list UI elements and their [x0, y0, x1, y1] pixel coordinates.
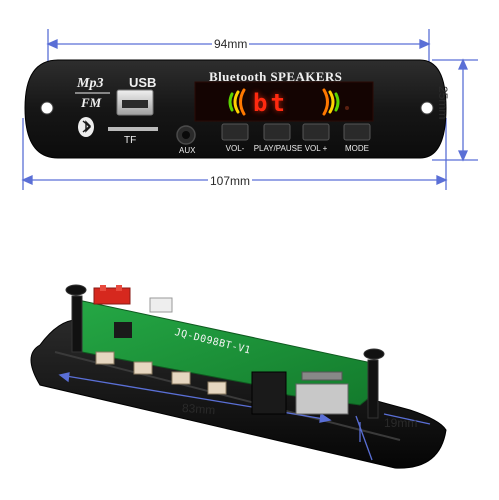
display-readout: bt [253, 89, 288, 117]
mode-label: MODE [345, 144, 369, 153]
screw-hole-left [40, 101, 54, 115]
dimension-label-top-width: 94mm [212, 37, 250, 51]
brand-text: Bluetooth SPEAKERS [209, 69, 343, 84]
usb-port[interactable] [116, 89, 154, 116]
dimension-label-height: 25mm [436, 86, 450, 120]
control-buttons [221, 123, 371, 141]
led-display [194, 81, 374, 122]
ic-chip [114, 322, 132, 338]
dimension-label-depth-width: 83mm [181, 400, 216, 418]
fm-logo: FM [81, 95, 102, 110]
red-connector [93, 285, 131, 305]
play-pause-label: PLAY/PAUSE [253, 144, 303, 153]
vol-minus-button[interactable] [221, 123, 249, 141]
volume-arcs-right [322, 88, 340, 116]
tf-label: TF [124, 135, 137, 146]
usb-port-back [251, 371, 287, 415]
usb-label: USB [129, 75, 157, 90]
dimension-label-depth-height: 19mm [384, 416, 418, 430]
aux-jack[interactable] [176, 125, 196, 145]
bluetooth-icon [78, 117, 94, 137]
mounting-screws [65, 284, 385, 419]
screw-hole-right [420, 101, 434, 115]
white-connector [149, 297, 173, 313]
mode-button[interactable] [343, 123, 371, 141]
tf-card-slot[interactable] [108, 127, 158, 131]
dimension-label-bottom-width: 107mm [208, 174, 253, 188]
volume-arcs-left [228, 88, 246, 116]
vol-plus-button[interactable] [302, 123, 330, 141]
tf-socket [295, 383, 349, 415]
tactile-switches [95, 351, 227, 395]
mp3-logo: Mp3 [77, 76, 104, 91]
vol-plus-label: VOL + [304, 144, 328, 153]
vol-minus-label: VOL- [225, 144, 245, 153]
aux-label: AUX [179, 146, 196, 155]
play-pause-button[interactable] [263, 123, 291, 141]
